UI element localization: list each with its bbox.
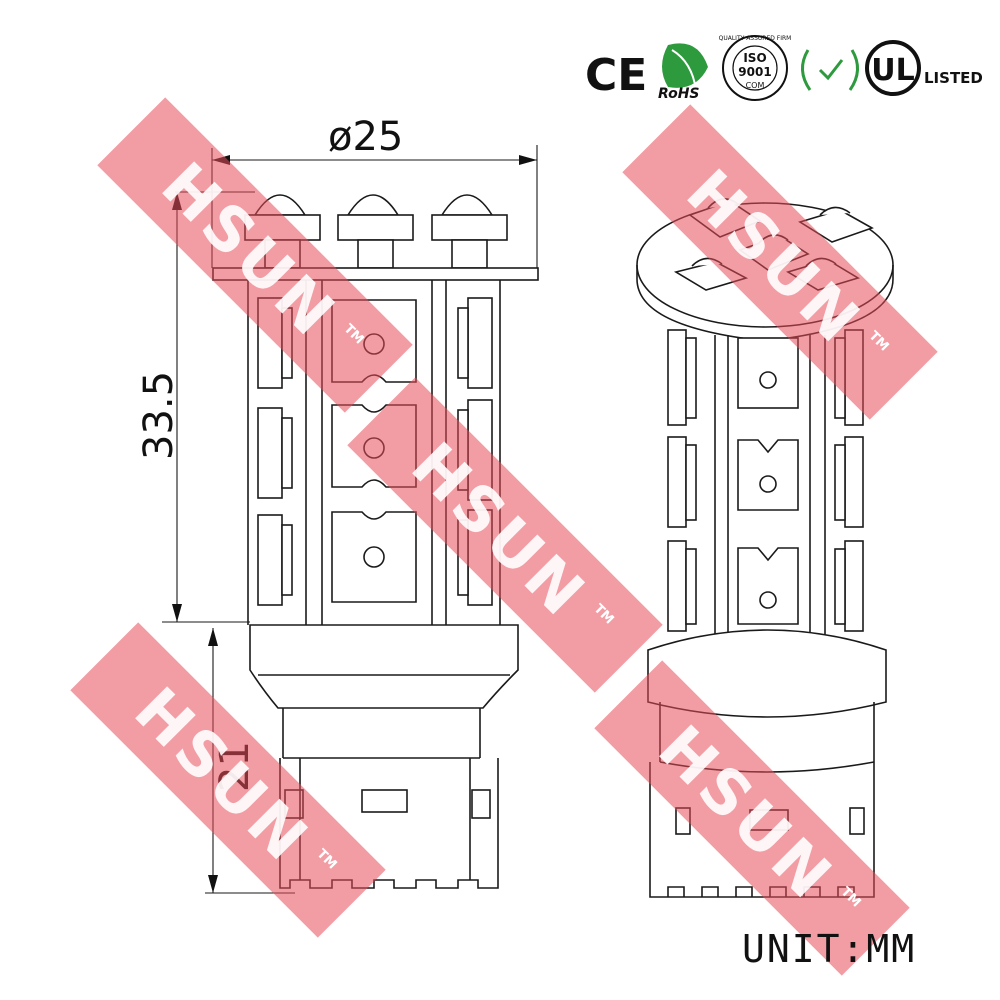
iso-sub: COM bbox=[746, 81, 765, 90]
quality-check-logo bbox=[801, 49, 859, 91]
watermark-text: HSUN bbox=[148, 148, 351, 351]
watermark-3: HSUN TM bbox=[347, 377, 663, 693]
rohs-label: RoHS bbox=[658, 86, 700, 102]
diameter-dimension: ø25 bbox=[211, 114, 538, 268]
diameter-label: ø25 bbox=[328, 114, 403, 160]
ul-label: UL bbox=[871, 53, 914, 88]
ul-listed-logo: UL LISTED bbox=[865, 40, 983, 96]
iso-label: ISO bbox=[743, 51, 766, 65]
ul-listed-label: LISTED bbox=[924, 69, 983, 87]
iso-number: 9001 bbox=[738, 65, 771, 79]
unit-label: UNIT:MM bbox=[742, 927, 916, 971]
perspective-column bbox=[667, 329, 864, 650]
iso-9001-logo: ISO 9001 COM QUALITY ASSURED FIRM bbox=[719, 35, 792, 101]
certification-logos: CE RoHS ISO 9001 COM QUALITY ASSURED FIR… bbox=[585, 35, 983, 102]
iso-ring-text: QUALITY ASSURED FIRM bbox=[719, 35, 792, 42]
watermark-text: HSUN bbox=[645, 711, 848, 914]
rohs-logo: RoHS bbox=[658, 43, 708, 102]
ce-mark: CE bbox=[585, 50, 647, 101]
body-height-label: 33.5 bbox=[136, 371, 182, 460]
